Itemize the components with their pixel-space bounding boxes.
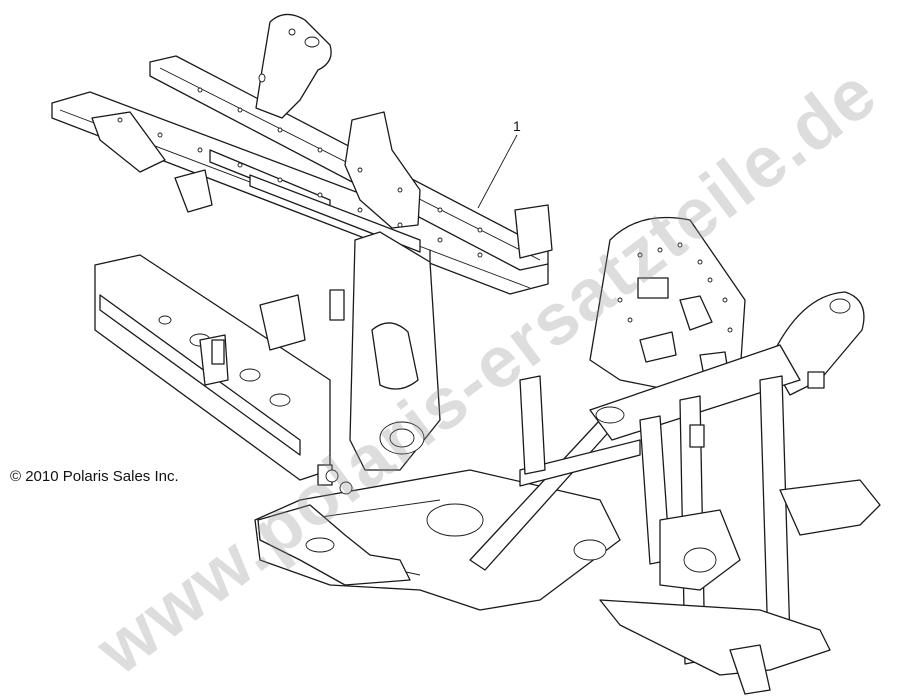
- callout-leader-line: [477, 134, 518, 209]
- lower-left-frame: [94, 254, 331, 481]
- front-tower: [255, 13, 332, 119]
- left-footrest: [257, 504, 411, 586]
- diagonal-strut: [469, 419, 641, 571]
- callout-number: 1: [513, 118, 521, 134]
- mounting-tabs: [211, 339, 825, 495]
- center-post: [329, 231, 441, 471]
- rear-footrest: [599, 479, 881, 695]
- upper-brackets: [91, 111, 553, 259]
- rear-arm: [589, 291, 865, 441]
- rail-holes: [117, 87, 483, 258]
- callout-1: 1: [477, 118, 521, 209]
- copyright-text: © 2010 Polaris Sales Inc.: [10, 468, 179, 485]
